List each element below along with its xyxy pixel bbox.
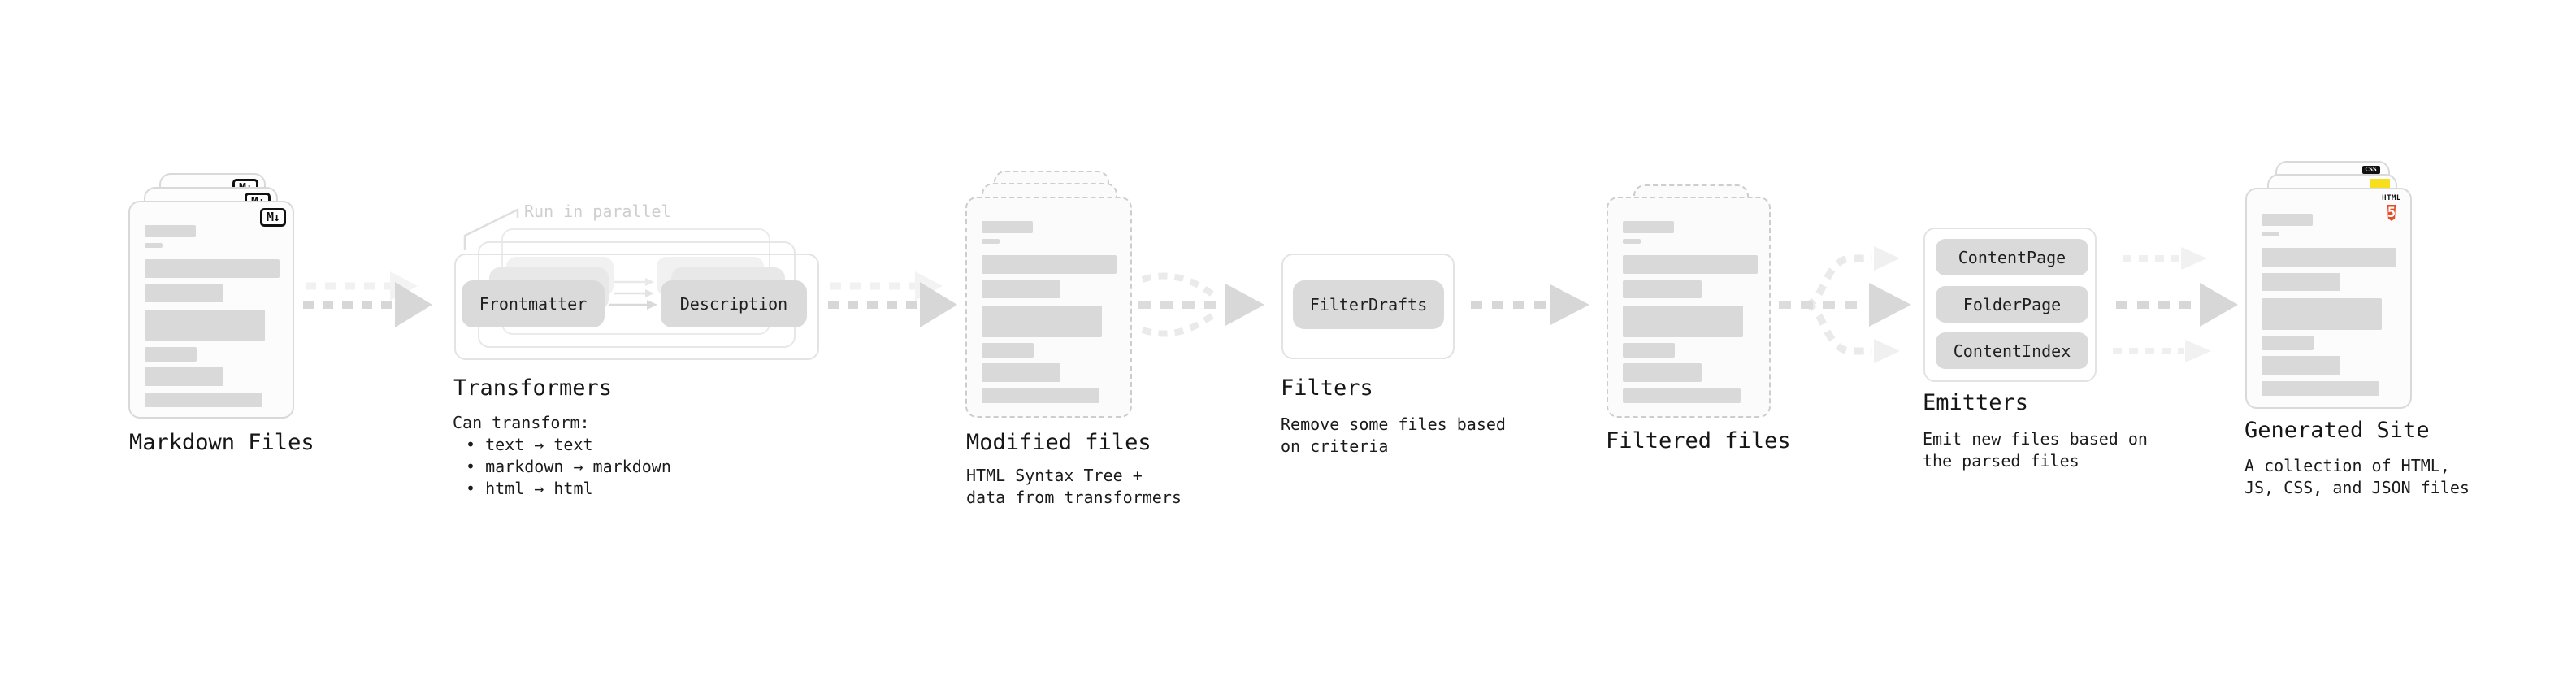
text-line-placeholder [1623,280,1702,298]
fanout-arrow-icon [1779,246,1911,363]
text-line-placeholder [145,367,223,386]
text-line-placeholder [1623,255,1758,274]
css-icon-label: CSS [2361,166,2380,174]
text-line-placeholder [1623,388,1741,403]
desc-line: data from transformers [966,488,1182,507]
text-line-placeholder [982,239,1000,244]
transform-bullet: • html → html [466,479,593,498]
text-line-placeholder [2262,273,2340,291]
modified-file-card-front [965,197,1132,418]
text-line-placeholder [982,280,1060,298]
pill-flow-arrows-icon [609,278,657,310]
text-line-placeholder [982,363,1060,382]
text-line-placeholder [1623,239,1641,244]
text-line-placeholder [145,284,223,302]
text-line-placeholder [2262,356,2340,375]
markdown-icon: M↓ [259,208,286,227]
transform-bullet: • text → text [466,435,593,454]
text-line-placeholder [982,388,1099,403]
text-line-placeholder [1623,343,1675,358]
document-text-placeholder [982,221,1117,403]
text-line-placeholder [2262,381,2379,396]
text-line-placeholder [2262,232,2279,236]
markdown-files-label: Markdown Files [129,430,314,455]
filtered-files-label: Filtered files [1606,428,1791,453]
desc-line: HTML Syntax Tree + [966,466,1143,485]
dashed-arrow-icon [303,271,432,327]
desc-line: Remove some files based [1281,414,1506,434]
generated-site-description: A collection of HTML, JS, CSS, and JSON … [2244,455,2470,499]
filtered-file-card-front [1607,197,1771,418]
annotation-leader-line [463,207,519,250]
text-line-placeholder [982,306,1102,337]
text-line-placeholder [145,225,196,237]
modified-files-label: Modified files [966,430,1151,455]
text-line-placeholder [1623,306,1743,337]
transformer-frame-front [454,254,819,360]
text-line-placeholder [2262,214,2313,226]
text-line-placeholder [145,243,163,248]
text-line-placeholder [982,221,1033,233]
document-text-placeholder [1623,221,1758,403]
document-text-placeholder [145,225,280,407]
html5-icon-label: HTML [2382,194,2401,202]
text-line-placeholder [145,347,197,362]
generated-site-label: Generated Site [2244,418,2430,443]
document-text-placeholder [2262,214,2396,396]
desc-line: the parsed files [1923,451,2079,471]
text-line-placeholder [1623,363,1702,382]
filters-label: Filters [1281,375,1373,401]
frontmatter-pill: Frontmatter [462,280,605,327]
transformers-label: Transformers [453,375,613,401]
desc-line: Emit new files based on [1923,429,2148,449]
markdown-file-card-front: M↓ [128,201,294,419]
text-line-placeholder [1623,221,1674,233]
modified-files-description: HTML Syntax Tree + data from transformer… [966,465,1182,509]
folderpage-pill: FolderPage [1936,286,2088,323]
text-line-placeholder [145,259,280,278]
run-in-parallel-annotation: Run in parallel [524,202,671,221]
emitters-description: Emit new files based on the parsed files [1923,428,2148,472]
emitters-label: Emitters [1923,390,2029,415]
html5-icon-shield: 5 [2387,205,2396,221]
emitters-frame: ContentPage FolderPage ContentIndex [1923,228,2097,382]
transformers-description: Can transform: • text → text • markdown … [453,412,671,500]
text-line-placeholder [982,343,1034,358]
merge-arrow-icon [1138,272,1264,337]
triple-dashed-arrow-icon [2113,247,2238,362]
javascript-icon [2370,179,2390,190]
desc-line: on criteria [1281,436,1389,456]
contentpage-pill: ContentPage [1936,239,2088,275]
desc-line: JS, CSS, and JSON files [2244,478,2470,497]
transform-bullet: • markdown → markdown [466,457,671,476]
contentindex-pill: ContentIndex [1936,332,2088,369]
description-pill: Description [661,280,807,327]
text-line-placeholder [982,255,1117,274]
text-line-placeholder [145,310,265,341]
text-line-placeholder [145,393,262,407]
dashed-arrow-icon [828,271,957,327]
html5-icon: HTML 5 [2380,194,2403,224]
filterdrafts-pill: FilterDrafts [1293,280,1444,329]
filters-description: Remove some files based on criteria [1281,414,1506,458]
desc-line: A collection of HTML, [2244,456,2450,475]
text-line-placeholder [2262,298,2382,330]
text-line-placeholder [2262,336,2314,350]
html-file-card: HTML 5 [2245,188,2412,409]
dashed-arrow-icon [1471,284,1589,325]
desc-heading: Can transform: [453,413,590,432]
text-line-placeholder [2262,248,2396,267]
